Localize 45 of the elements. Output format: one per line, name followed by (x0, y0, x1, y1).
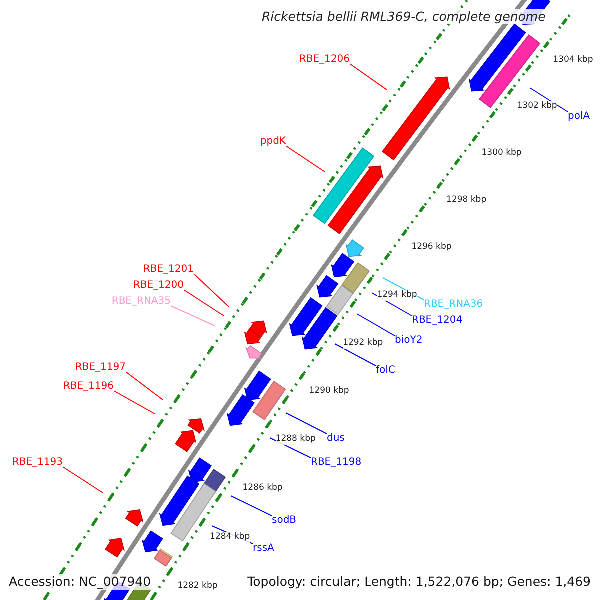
gene-label: rssA (253, 542, 274, 555)
scale-label: 1300 kbp (482, 148, 522, 160)
scale-label: 1298 kbp (446, 195, 487, 206)
gene-label: RBE_1198 (311, 456, 362, 469)
gene-label: RBE_RNA35 (112, 295, 171, 308)
gene-label: bioY2 (395, 334, 423, 347)
leader-line (170, 306, 216, 326)
scale-label: 1284 kbp (210, 532, 250, 543)
leader-line (530, 88, 568, 112)
gene-label: RBE_RNA36 (424, 298, 484, 311)
gene-label: RBE_1193 (12, 456, 63, 469)
gene-label: RBE_1197 (75, 361, 126, 374)
leader-line (230, 496, 272, 516)
leader-line (356, 314, 396, 336)
leader-line (62, 466, 104, 494)
leader-line (126, 372, 164, 400)
leader-line (286, 412, 328, 434)
gene-label: RBE_1196 (63, 380, 114, 393)
scale-label: 1294 kbp (377, 290, 418, 302)
gene-label: RBE_1206 (299, 53, 350, 66)
leader-line (194, 274, 230, 308)
scale-label: 1290 kbp (309, 386, 350, 397)
gene-label: sodB (272, 514, 297, 527)
leader-line (184, 290, 224, 316)
gene-label: polA (568, 110, 590, 123)
map-title: Rickettsia bellii RML369-C, complete genome (262, 9, 546, 24)
leader-line (350, 64, 388, 90)
scale-label: 1296 kbp (412, 242, 452, 254)
gene-label: RBE_1201 (143, 263, 194, 276)
topology-text: Topology: circular; Length: 1,522,076 bp; Genes: 1,469 (248, 574, 591, 590)
scale-label: 1302 kbp (517, 101, 558, 112)
leader-line (286, 146, 326, 172)
gene-label: dus (327, 432, 345, 445)
leader-line (114, 390, 156, 414)
scale-label: 1286 kbp (242, 482, 283, 494)
gene-label: ppdK (260, 135, 286, 148)
scale-label: 1304 kbp (553, 54, 594, 66)
gene-label: folC (376, 364, 396, 377)
accession-text: Accession: NC_007940 (9, 574, 152, 590)
gene-label: RBE_1204 (412, 314, 463, 327)
scale-label: 1292 kbp (343, 338, 384, 349)
scale-label: 1282 kbp (178, 580, 218, 592)
scale-label: 1288 kbp (276, 434, 316, 446)
gene-label: RBE_1200 (133, 279, 184, 292)
leader-line (334, 344, 376, 366)
